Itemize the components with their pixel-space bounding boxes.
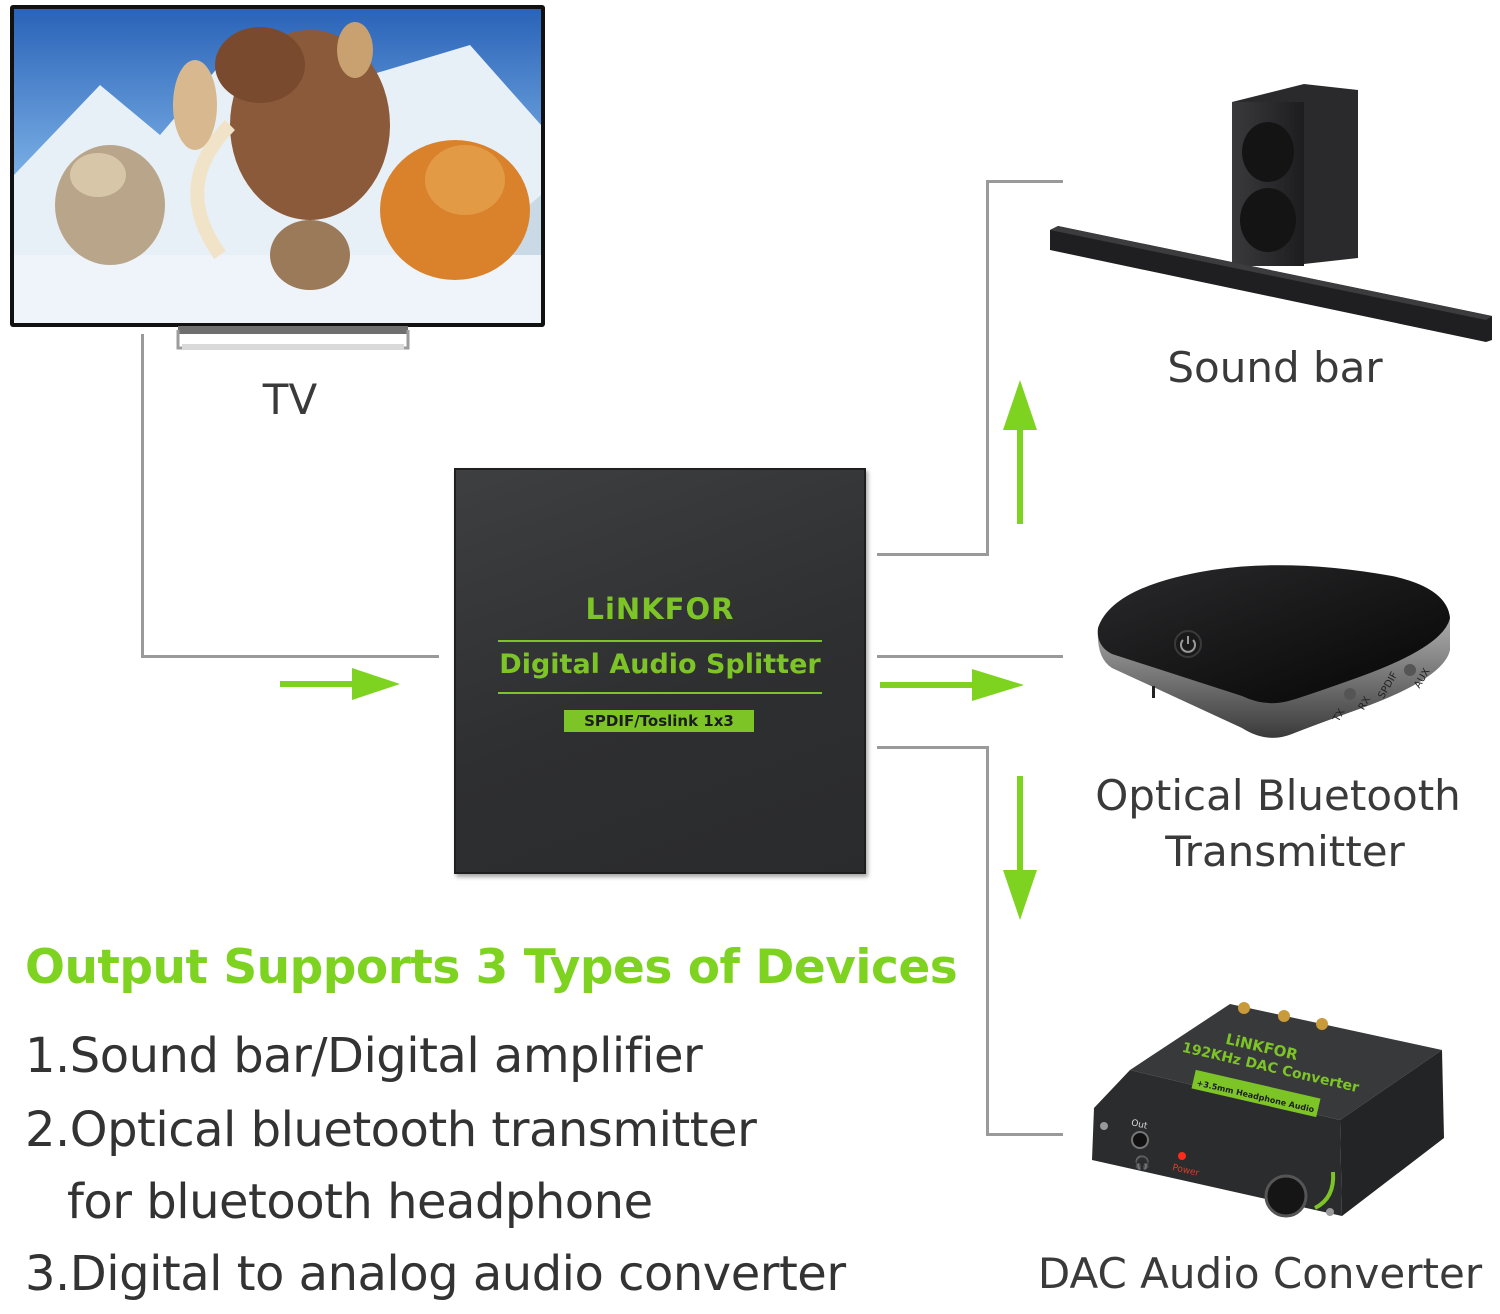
wire-tv-down: [141, 334, 144, 658]
wire-out3-horizontal: [877, 746, 989, 749]
splitter-title: Digital Audio Splitter: [499, 649, 821, 680]
wire-tv-to-splitter: [141, 655, 439, 658]
list-item-2: 2.Optical bluetooth transmitter: [25, 1102, 757, 1158]
headphone-icon: 🎧: [1134, 1156, 1151, 1171]
output-heading: Output Supports 3 Types of Devices: [25, 940, 958, 995]
digital-audio-splitter-image: LiNKFOR Digital Audio Splitter SPDIF/Tos…: [454, 468, 866, 874]
wire-out3-to-dac: [986, 1133, 1063, 1136]
wire-out1-horizontal: [877, 553, 989, 556]
splitter-badge-text: SPDIF/Toslink 1x3: [584, 712, 734, 730]
dac-label: DAC Audio Converter: [1037, 1249, 1483, 1298]
bluetooth-label-line1: Optical Bluetooth: [1095, 771, 1461, 820]
tv-label: TV: [262, 375, 318, 424]
list-item-3: 3.Digital to analog audio converter: [25, 1246, 846, 1302]
wire-out1-to-soundbar: [986, 180, 1063, 183]
list-item-1: 1.Sound bar/Digital amplifier: [25, 1028, 703, 1084]
splitter-divider-top: [498, 640, 822, 642]
arrow-down-output: [1003, 776, 1037, 920]
bluetooth-label-line2: Transmitter: [1165, 827, 1405, 876]
sound-bar-label: Sound bar: [1167, 343, 1383, 392]
tv-screen-image: [10, 5, 545, 327]
wire-out3-vertical: [986, 746, 989, 1136]
wire-out1-vertical: [986, 180, 989, 556]
arrow-right-output: [880, 669, 1024, 701]
dac-converter-image: [1092, 1002, 1444, 1218]
splitter-brand-logo: LiNKFOR: [585, 592, 735, 626]
wire-out2: [877, 655, 1063, 658]
movie-scene-image: [14, 9, 541, 323]
splitter-divider-bottom: [498, 692, 822, 694]
sound-bar-image: [1050, 84, 1492, 342]
bluetooth-transmitter-image: [1097, 565, 1450, 738]
arrow-up-output: [1003, 380, 1037, 524]
tv-stand-image: [176, 326, 410, 350]
splitter-badge: SPDIF/Toslink 1x3: [564, 710, 754, 732]
arrow-right-input: [280, 668, 400, 700]
list-item-2-continued: for bluetooth headphone: [67, 1174, 653, 1230]
